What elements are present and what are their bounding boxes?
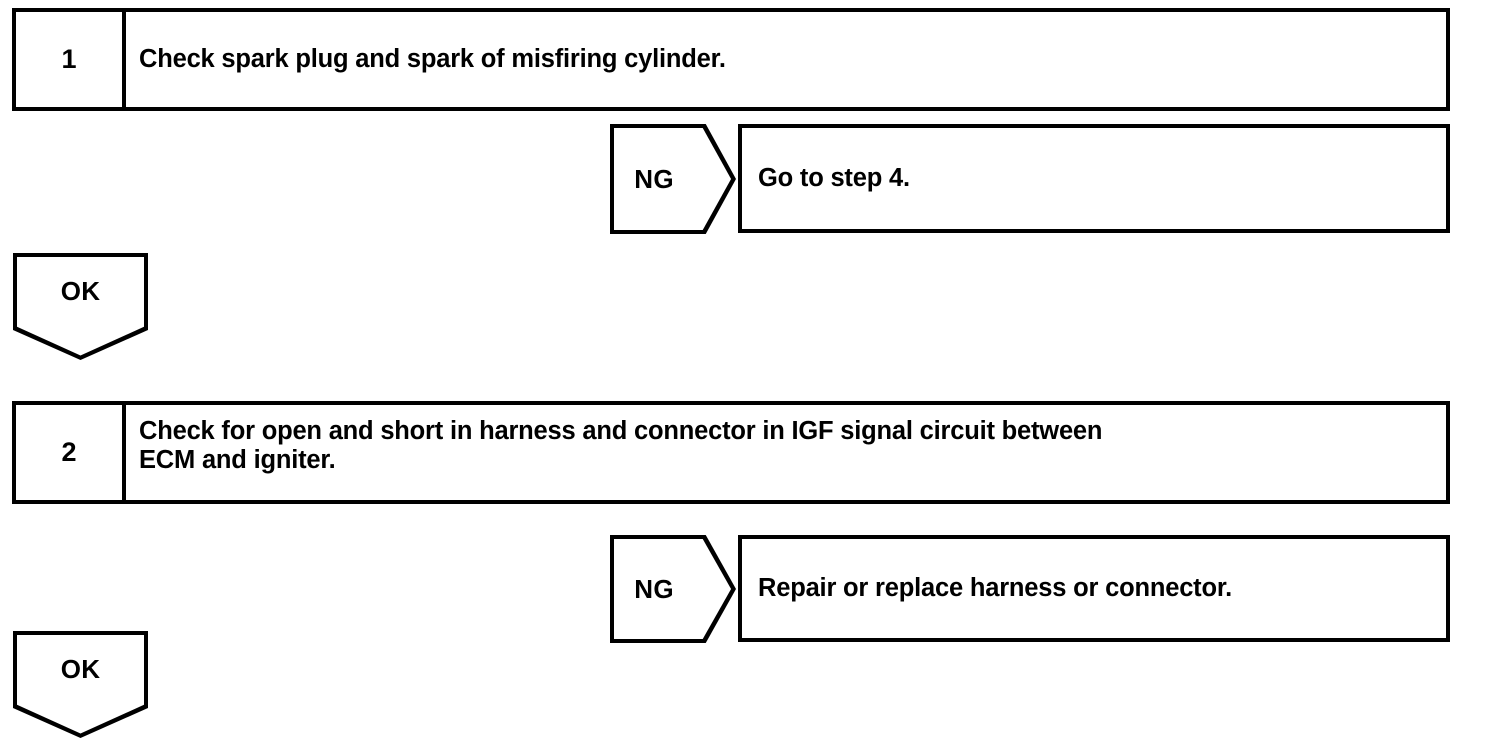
ng-arrow-2-fill xyxy=(614,539,732,639)
step-box-1: 1 Check spark plug and spark of misfirin… xyxy=(12,8,1450,111)
ng-arrow-1: NG xyxy=(610,124,736,234)
result-text-2: Repair or replace harness or connector. xyxy=(758,574,1233,602)
result-box-2: Repair or replace harness or connector. xyxy=(738,535,1450,642)
step-number-1: 1 xyxy=(16,12,126,107)
ng-arrow-2: NG xyxy=(610,535,736,643)
step-text-1: Check spark plug and spark of misfiring … xyxy=(139,44,726,73)
ok-arrow-1: OK xyxy=(13,253,148,360)
ng-arrow-1-fill xyxy=(614,128,732,230)
step-number-2: 2 xyxy=(16,405,126,500)
ok-arrow-2-label: OK xyxy=(60,654,101,685)
ok-arrow-1-label: OK xyxy=(60,276,101,307)
ng-arrow-2-label: NG xyxy=(634,573,674,604)
ok-arrow-2: OK xyxy=(13,631,148,738)
step-box-2: 2 Check for open and short in harness an… xyxy=(12,401,1450,504)
step-text-2-line2: ECM and igniter. xyxy=(139,446,336,475)
ng-arrow-1-label: NG xyxy=(634,163,674,194)
step-text-2-line1: Check for open and short in harness and … xyxy=(139,417,1103,445)
result-text-1: Go to step 4. xyxy=(758,164,910,192)
result-box-1: Go to step 4. xyxy=(738,124,1450,233)
step-text-2: Check for open and short in harness and … xyxy=(126,405,1446,500)
